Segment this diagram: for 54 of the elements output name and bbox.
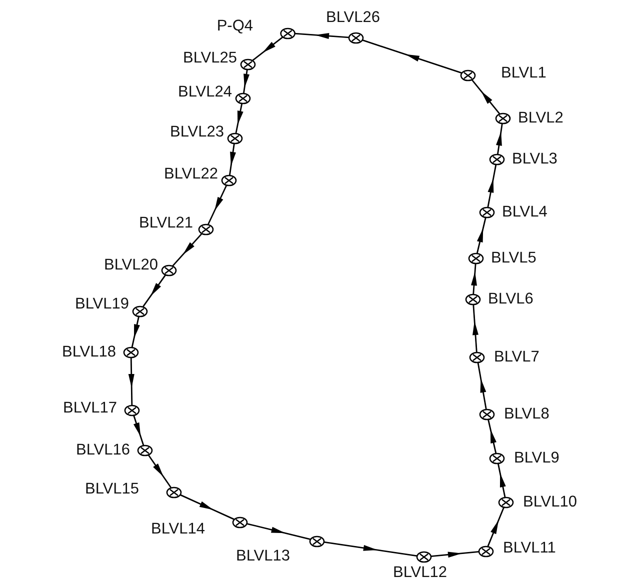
point-label: BLVL22 [164, 166, 218, 182]
arrow [487, 418, 497, 454]
point-label: BLVL5 [491, 250, 536, 266]
arrow [362, 39, 462, 74]
point-label: BLVL25 [182, 50, 237, 66]
arrow [430, 550, 480, 558]
arrow [132, 414, 144, 446]
arrow [496, 122, 503, 154]
point-label: P-Q4 [216, 18, 253, 34]
arrow [128, 356, 134, 406]
point-label: BLVL14 [150, 520, 205, 538]
point-label: BLVL21 [138, 214, 193, 232]
point-label: BLVL11 [503, 540, 556, 556]
point-label: BLVL4 [502, 204, 548, 220]
arrow [142, 274, 166, 307]
arrow [252, 36, 284, 61]
point-label: BLVL13 [236, 548, 290, 564]
arrow [497, 462, 506, 498]
arrow [470, 78, 500, 114]
point-label: BLVL10 [523, 494, 578, 510]
point-label: BLVL6 [488, 290, 534, 308]
point-label: BLVL15 [84, 480, 139, 498]
point-label: BLVL26 [326, 9, 380, 26]
point-label: BLVL2 [518, 110, 564, 126]
point-label: BLVL7 [494, 348, 540, 366]
arrow [472, 304, 478, 352]
arrow [229, 142, 236, 176]
arrow [476, 216, 486, 254]
arrow [208, 184, 228, 225]
arrow [471, 262, 477, 294]
arrow [235, 102, 244, 134]
point-label: BLVL9 [514, 450, 560, 466]
point-label: BLVL3 [512, 150, 558, 168]
point-label: BLVL19 [74, 296, 129, 312]
arrow [477, 362, 487, 410]
point-label: BLVL20 [104, 256, 158, 274]
arrow [487, 164, 497, 208]
point-label: BLVL24 [178, 84, 232, 100]
arrow [243, 68, 250, 94]
point-label: BLVL1 [501, 64, 546, 82]
arrow [172, 232, 203, 266]
point-label: BLVL23 [170, 124, 224, 140]
point-label: BLVL12 [393, 564, 447, 581]
point-label: BLVL16 [76, 442, 130, 458]
arrow [294, 32, 350, 39]
arrow [148, 454, 172, 488]
arrow [246, 522, 311, 540]
point-label: BLVL17 [62, 400, 117, 416]
arrow [487, 506, 505, 546]
point-label: BLVL18 [62, 344, 116, 360]
arrow [324, 541, 418, 557]
point-label: BLVL8 [504, 406, 550, 422]
arrow [180, 494, 234, 520]
arrow [131, 316, 140, 348]
